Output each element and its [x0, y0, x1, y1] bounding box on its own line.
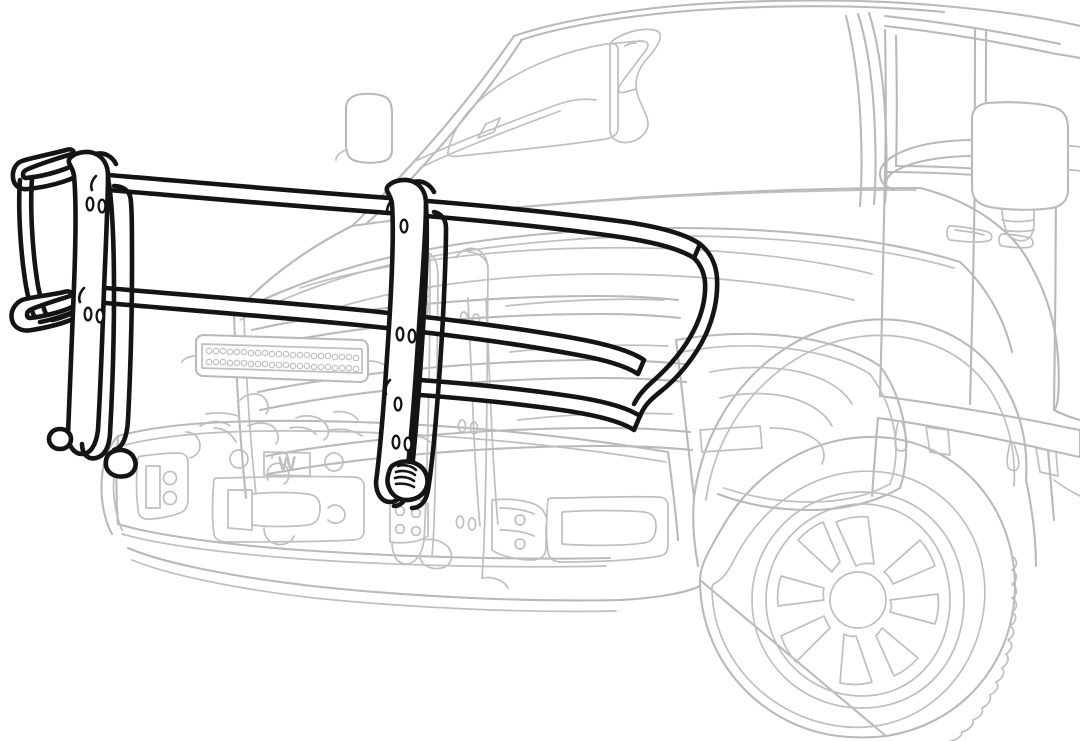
wrap-bar [631, 241, 720, 419]
led-dots [205, 347, 360, 373]
under-hood-details [199, 393, 359, 441]
mid-rail [74, 283, 647, 377]
left-mirror [335, 92, 394, 164]
running-board [870, 394, 1080, 522]
headlight [674, 332, 908, 512]
left-upright [46, 149, 138, 479]
left-brace [9, 147, 89, 333]
front-wheel [698, 435, 1018, 741]
joint-details [77, 174, 394, 396]
cab-greenhouse [350, 0, 1080, 228]
center-upright [373, 177, 449, 511]
truck-bed [1052, 408, 1080, 497]
bumper-badge-text: W [278, 454, 296, 475]
tow-mirror [878, 101, 1080, 242]
top-rail [88, 171, 703, 261]
led-light-bar [181, 333, 387, 384]
grille-guard[interactable] [9, 147, 720, 511]
